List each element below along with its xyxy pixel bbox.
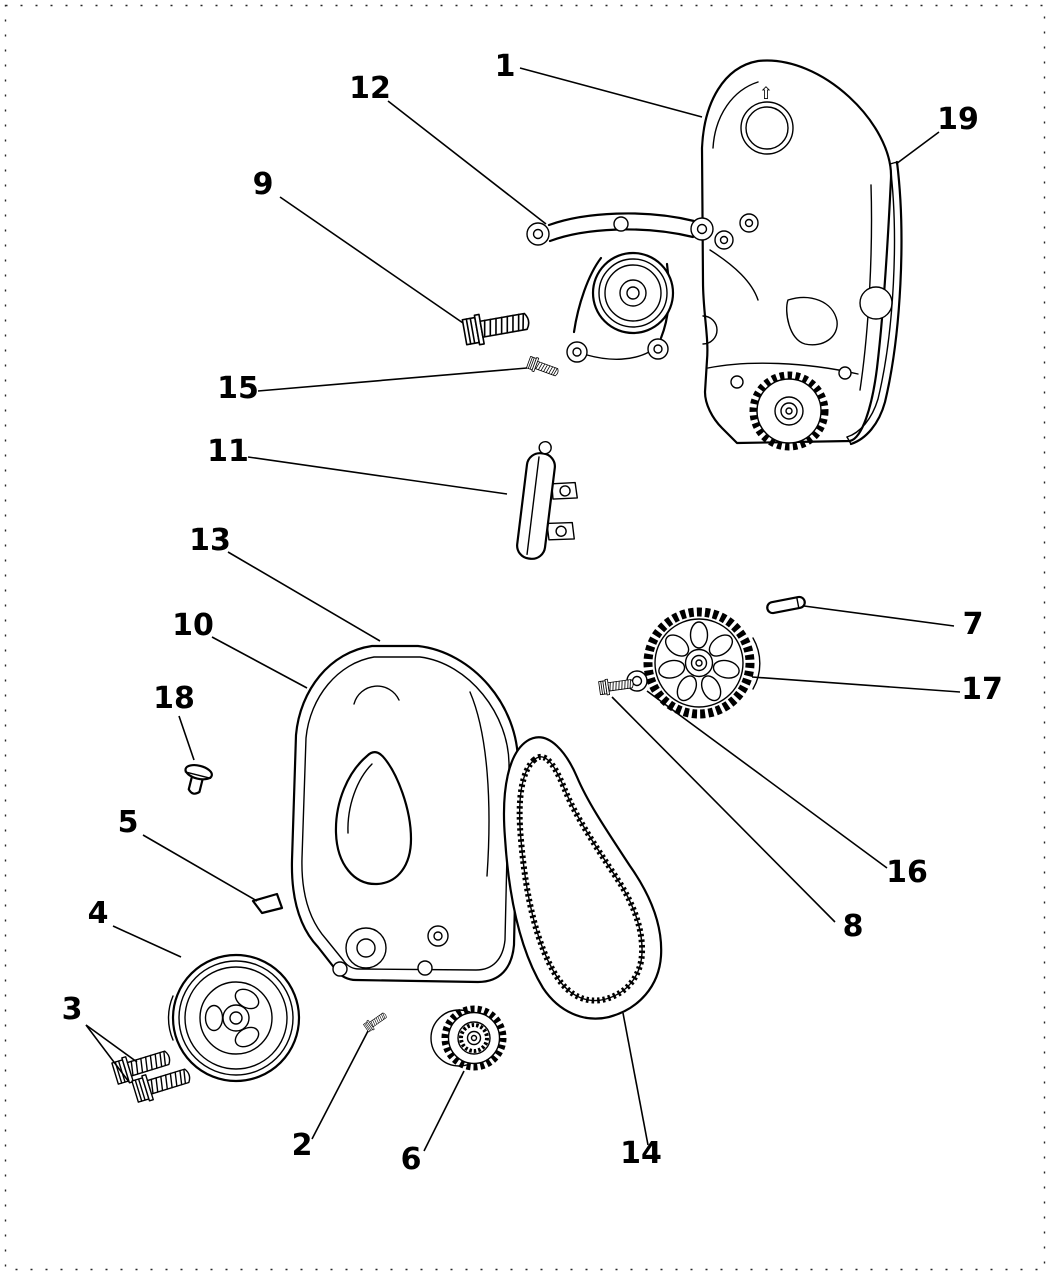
callout-1: 1: [495, 49, 516, 84]
crankshaft-damper-part: [167, 953, 301, 1083]
leader-lines: [85, 67, 961, 1152]
cover-seal-part: [846, 160, 903, 446]
callout-14: 14: [620, 1136, 662, 1171]
callout-7: 7: [963, 607, 984, 642]
leader-line-3a: [85, 1024, 138, 1063]
leader-line-6: [423, 1070, 465, 1152]
bolt-part-9: [461, 305, 532, 348]
leader-line-7: [803, 605, 955, 627]
lower-timing-cover-part: [290, 644, 520, 984]
callout-3: 3: [62, 992, 83, 1027]
tensioner-part: [516, 440, 578, 560]
leader-line-14: [622, 1012, 649, 1146]
callout-10: 10: [172, 608, 214, 643]
callout-17: 17: [961, 672, 1003, 707]
callout-13: 13: [189, 523, 231, 558]
callout-9: 9: [253, 167, 274, 202]
callout-8: 8: [843, 909, 864, 944]
leader-line-17: [751, 676, 961, 693]
leader-line-13: [227, 551, 381, 642]
leader-line-4: [112, 925, 182, 958]
leader-line-16: [646, 690, 888, 869]
callout-2: 2: [292, 1128, 313, 1163]
callout-6: 6: [401, 1142, 422, 1177]
callout-4: 4: [88, 896, 109, 931]
leader-line-15: [257, 367, 528, 392]
callout-11: 11: [207, 434, 249, 469]
callout-18: 18: [153, 681, 195, 716]
upper-timing-cover-part: ⇧: [700, 59, 893, 451]
crankshaft-sprocket-part: [430, 1005, 507, 1071]
leader-line-5: [142, 834, 258, 902]
leader-line-12: [387, 100, 547, 225]
bolt-part-2: [362, 1009, 389, 1034]
leader-line-18: [178, 715, 195, 761]
dowel-pin-part: [766, 595, 806, 615]
bolt-part-15: [525, 355, 561, 380]
orientation-arrow-icon: ⇧: [759, 84, 773, 104]
callout-labels: 1 12 19 9 15 11 13 10 7 17 18 5 4 16 8 3…: [62, 49, 1003, 1177]
leader-line-2: [311, 1030, 369, 1140]
callout-15: 15: [217, 371, 259, 406]
timing-belt-part: [502, 736, 663, 1020]
callout-5: 5: [118, 805, 139, 840]
camshaft-sprocket-part: [643, 607, 761, 719]
leader-line-1: [519, 67, 703, 118]
callout-16: 16: [886, 855, 928, 890]
plug-part: [184, 764, 213, 795]
leader-line-9: [279, 196, 464, 324]
leader-line-19: [895, 131, 940, 165]
tensioner-bracket-part: [526, 212, 714, 363]
wedge-part: [251, 892, 284, 915]
leader-line-11: [247, 456, 508, 495]
callout-12: 12: [349, 71, 391, 106]
leader-line-8: [611, 696, 836, 923]
callout-19: 19: [937, 102, 979, 137]
leader-line-10: [211, 636, 308, 689]
leader-line-3b: [85, 1024, 130, 1083]
cover-sprocket-detail: [749, 371, 829, 451]
